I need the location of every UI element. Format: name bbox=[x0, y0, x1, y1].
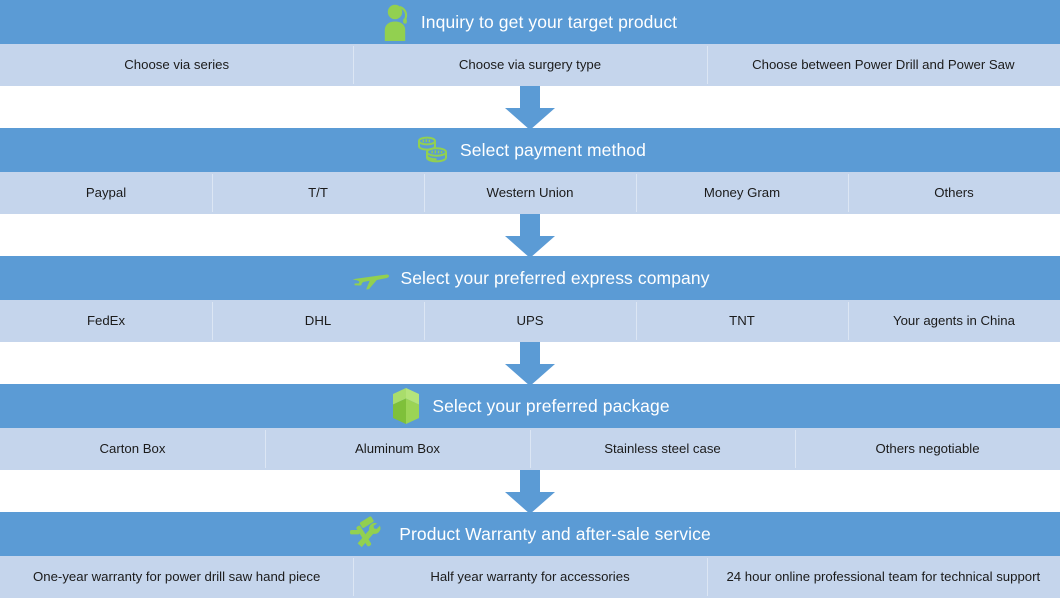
stage-1-header-content: Inquiry to get your target product bbox=[383, 3, 677, 41]
arrow-stage4-to-stage5 bbox=[499, 470, 561, 514]
option-cell[interactable]: Western Union bbox=[424, 172, 636, 214]
option-cell[interactable]: Others negotiable bbox=[795, 428, 1060, 470]
option-cell[interactable]: One-year warranty for power drill saw ha… bbox=[33, 568, 321, 584]
option-cell[interactable]: Aluminum Box bbox=[265, 428, 530, 470]
airplane-icon bbox=[350, 263, 390, 293]
stage-4-title: Select your preferred package bbox=[432, 395, 670, 416]
option-cell[interactable]: FedEx bbox=[86, 312, 126, 328]
arrow-stage1-to-stage2 bbox=[499, 86, 561, 130]
option-cell[interactable]: Half year warranty for accessories bbox=[353, 556, 706, 598]
arrow-stage3-to-stage4 bbox=[499, 342, 561, 386]
option-cell[interactable]: DHL bbox=[212, 300, 424, 342]
stage-3-header-content: Select your preferred express company bbox=[350, 263, 709, 293]
option-cell[interactable]: Money Gram bbox=[636, 172, 848, 214]
option-cell[interactable]: Carton Box bbox=[99, 440, 166, 456]
stage-3-header: Select your preferred express company bbox=[0, 256, 1060, 300]
stage-4-header: Select your preferred package bbox=[0, 384, 1060, 428]
option-cell[interactable]: T/T bbox=[212, 172, 424, 214]
arrow-stage2-to-stage3 bbox=[499, 214, 561, 258]
option-cell[interactable]: Choose via series bbox=[124, 56, 230, 72]
person-headset-icon bbox=[383, 3, 411, 41]
option-cell[interactable]: Choose between Power Drill and Power Saw bbox=[706, 44, 1060, 86]
stage-1-title: Inquiry to get your target product bbox=[420, 11, 678, 32]
stage-2-title: Select payment method bbox=[460, 139, 646, 160]
package-box-icon bbox=[390, 387, 422, 425]
stage-5-header-content: Product Warranty and after-sale service bbox=[349, 514, 711, 554]
stage-5-options: One-year warranty for power drill saw ha… bbox=[0, 556, 1060, 598]
stage-5-header: Product Warranty and after-sale service bbox=[0, 512, 1060, 556]
option-cell[interactable]: 24 hour online professional team for tec… bbox=[706, 556, 1060, 598]
option-cell[interactable]: Your agents in China bbox=[848, 300, 1060, 342]
stage-4-header-content: Select your preferred package bbox=[390, 387, 670, 425]
stage-2-header: Select payment method bbox=[0, 128, 1060, 172]
option-cell[interactable]: UPS bbox=[424, 300, 636, 342]
stage-1-options: Choose via series Choose via surgery type… bbox=[0, 44, 1060, 86]
hammer-wrench-icon bbox=[349, 514, 389, 554]
option-cell[interactable]: Paypal bbox=[85, 184, 127, 200]
option-cell[interactable]: TNT bbox=[636, 300, 848, 342]
stage-2-header-content: Select payment method bbox=[414, 132, 646, 168]
option-cell[interactable]: Stainless steel case bbox=[530, 428, 795, 470]
option-cell[interactable]: Others bbox=[848, 172, 1060, 214]
stage-5-title: Product Warranty and after-sale service bbox=[399, 523, 711, 544]
stage-1-header: Inquiry to get your target product bbox=[0, 0, 1060, 44]
stage-3-title: Select your preferred express company bbox=[400, 267, 710, 288]
coins-icon bbox=[414, 132, 450, 168]
option-cell[interactable]: Choose via surgery type bbox=[353, 44, 706, 86]
